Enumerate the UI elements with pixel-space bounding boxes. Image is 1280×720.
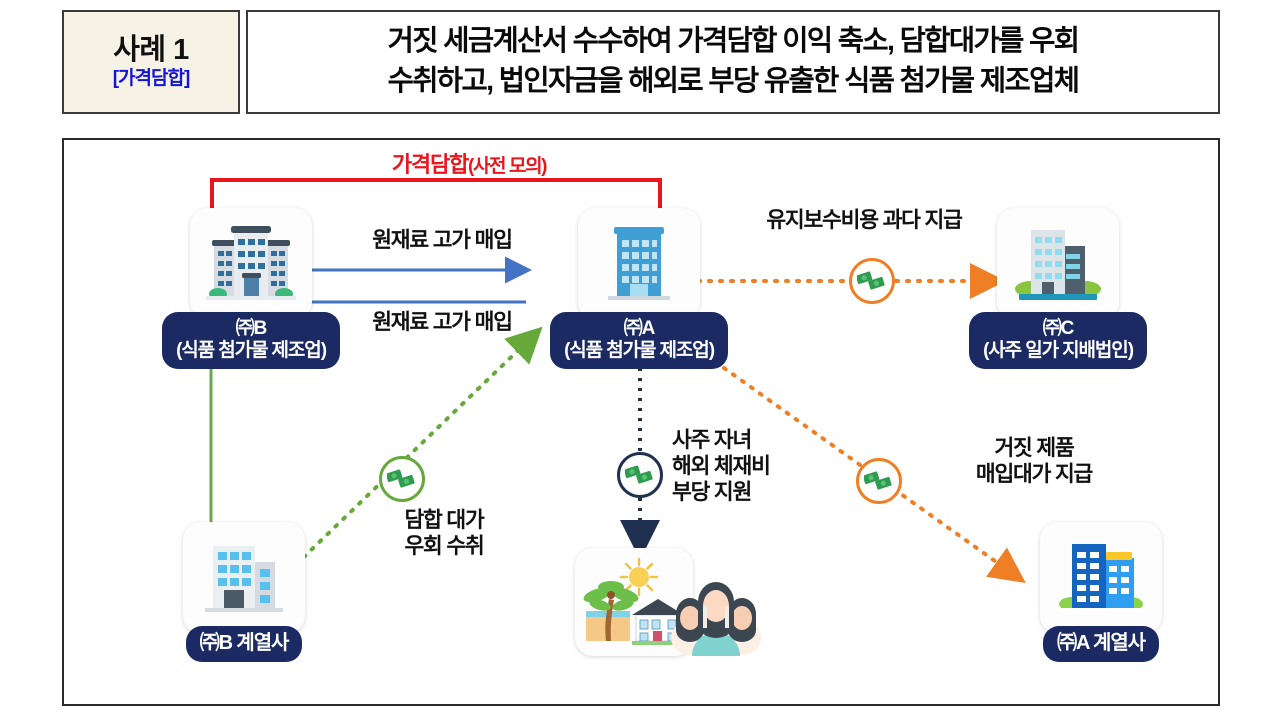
office-building-blue-glyph xyxy=(608,227,670,300)
edge-label-rawmat-bottom: 원재료 고가 매입 xyxy=(372,310,513,334)
edge-label-rawmat-top: 원재료 고가 매입 xyxy=(372,228,513,252)
node-company-b-name: ㈜B xyxy=(235,318,268,339)
sun-icon xyxy=(619,557,659,597)
money-bills-icon-fakeproduct xyxy=(856,458,902,504)
edge-label-kickback: 담합 대가 우회 수취 xyxy=(354,508,534,560)
office-building-lightblue-icon xyxy=(183,522,305,634)
money-bills-icon-maintenance xyxy=(849,258,895,304)
edge-label-fakeproduct-line1: 거짓 제품 xyxy=(994,436,1074,460)
node-company-a-affiliate-label: ㈜A 계열사 xyxy=(1043,626,1159,662)
node-company-c-sector: (사주 일가 지배법인) xyxy=(983,340,1134,362)
family-group-glyph xyxy=(671,582,761,656)
office-building-lightblue-glyph xyxy=(205,546,283,612)
office-buildings-blue-icon xyxy=(1040,522,1162,634)
case-badge: 사례 1 [가격담합] xyxy=(62,10,240,114)
office-building-teal-icon xyxy=(997,208,1119,320)
edge-label-overseas: 사주 자녀 해외 체재비 부당 지원 xyxy=(672,428,852,505)
resort-beach-house-glyph xyxy=(583,557,684,645)
node-company-b-sector: (식품 첨가물 제조업) xyxy=(176,340,327,362)
node-company-b-affiliate[interactable]: ㈜B 계열사 xyxy=(144,522,344,662)
node-company-c[interactable]: ㈜C (사주 일가 지배법인) xyxy=(952,208,1164,369)
money-bills-glyph xyxy=(857,271,885,290)
money-bills-glyph xyxy=(387,469,415,488)
office-building-blue-icon xyxy=(578,208,700,320)
node-company-a-name: ㈜A xyxy=(623,318,656,339)
office-building-gray-glyph xyxy=(206,226,296,300)
node-company-c-name: ㈜C xyxy=(1042,318,1075,339)
node-company-a-affiliate-name: ㈜A 계열사 xyxy=(1057,632,1146,654)
diagram-panel: 가격담합(사전 모의) 원재료 고가 매입 원재료 고가 매입 유지보수비용 과… xyxy=(62,138,1220,706)
node-company-b[interactable]: ㈜B (식품 첨가물 제조업) xyxy=(148,208,354,369)
node-company-c-label: ㈜C (사주 일가 지배법인) xyxy=(969,312,1147,369)
node-company-b-label: ㈜B (식품 첨가물 제조업) xyxy=(162,312,340,369)
edge-label-kickback-line2: 우회 수취 xyxy=(404,533,484,558)
node-company-b-affiliate-label: ㈜B 계열사 xyxy=(185,626,303,662)
edge-label-overseas-line1: 사주 자녀 xyxy=(672,428,752,452)
case-title: 사례 1 xyxy=(113,34,189,66)
edge-label-collusion-main: 가격담합 xyxy=(391,152,469,177)
edge-label-fakeproduct-line2: 매입대가 지급 xyxy=(975,461,1093,486)
node-company-a-label: ㈜A (식품 첨가물 제조업) xyxy=(550,312,728,369)
money-bills-glyph xyxy=(864,471,892,490)
edge-label-overseas-line3: 부당 지원 xyxy=(672,479,752,504)
node-company-a-affiliate[interactable]: ㈜A 계열사 xyxy=(1004,522,1198,662)
headline-box: 거짓 세금계산서 수수하여 가격담합 이익 축소, 담합대가를 우회 수취하고,… xyxy=(246,10,1220,114)
family-group-icon xyxy=(670,570,762,656)
edge-label-collusion-sub: (사전 모의) xyxy=(468,156,547,177)
office-building-teal-glyph xyxy=(1015,230,1101,300)
case-tag: [가격담합] xyxy=(112,68,191,89)
node-company-b-affiliate-name: ㈜B 계열사 xyxy=(199,632,290,654)
node-company-a[interactable]: ㈜A (식품 첨가물 제조업) xyxy=(534,208,744,369)
office-building-gray-icon xyxy=(190,208,312,320)
node-company-a-sector: (식품 첨가물 제조업) xyxy=(564,340,715,362)
money-bills-icon-overseas xyxy=(617,452,663,498)
headline-line-2: 수취하고, 법인자금을 해외로 부당 유출한 식품 첨가물 제조업체 xyxy=(387,65,1080,97)
money-bills-icon-kickback xyxy=(379,456,425,502)
money-bills-glyph xyxy=(625,465,653,484)
edge-label-kickback-line1: 담합 대가 xyxy=(404,508,484,532)
header: 사례 1 [가격담합] 거짓 세금계산서 수수하여 가격담합 이익 축소, 담합… xyxy=(62,10,1220,114)
edge-label-maintenance: 유지보수비용 과다 지급 xyxy=(766,208,963,232)
office-buildings-blue-glyph xyxy=(1059,544,1143,612)
edge-label-overseas-line2: 해외 체재비 xyxy=(672,453,771,478)
edge-label-collusion: 가격담합(사전 모의) xyxy=(304,152,634,179)
edge-label-fakeproduct: 거짓 제품 매입대가 지급 xyxy=(924,436,1144,488)
headline-line-1: 거짓 세금계산서 수수하여 가격담합 이익 축소, 담합대가를 우회 xyxy=(387,24,1080,57)
diagram-canvas: 가격담합(사전 모의) 원재료 고가 매입 원재료 고가 매입 유지보수비용 과… xyxy=(64,140,1218,704)
